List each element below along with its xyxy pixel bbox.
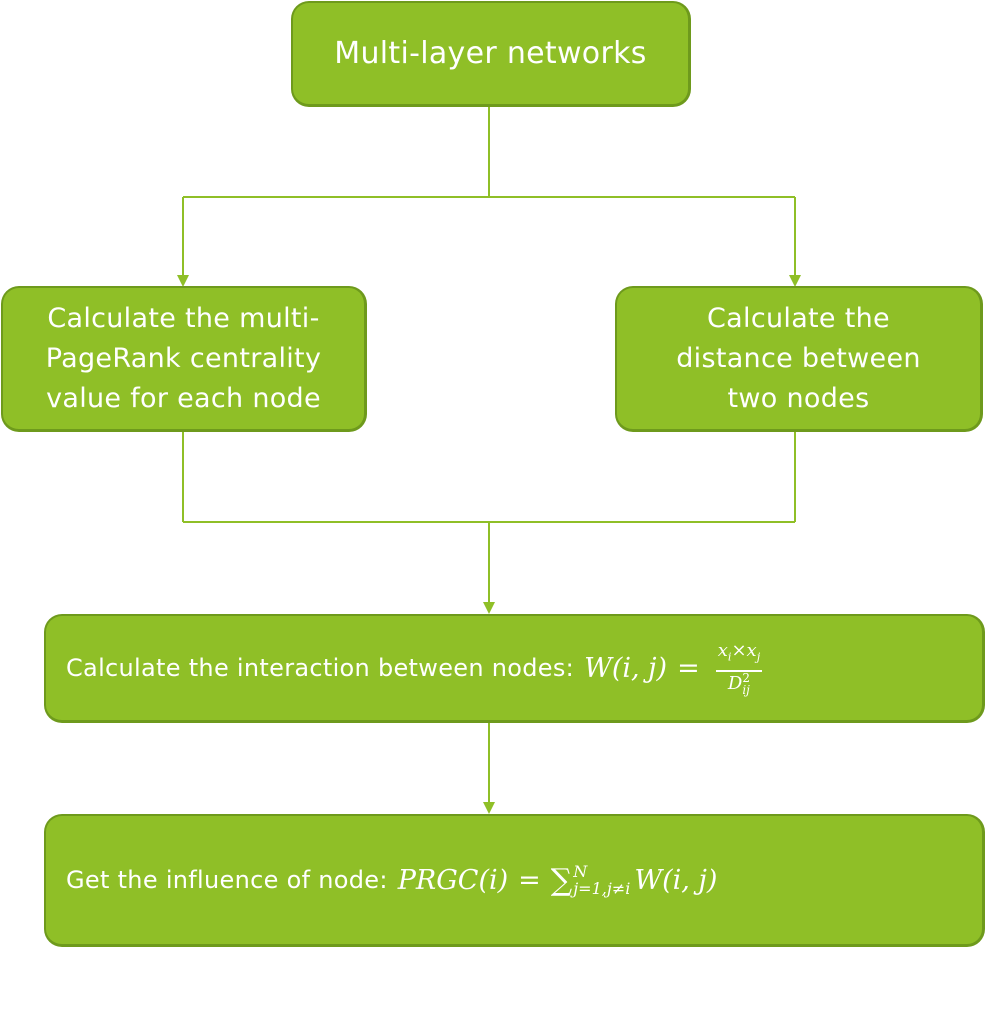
arrowhead-left-node — [177, 275, 189, 287]
node-pagerank-centrality: Calculate the multi- PageRank centrality… — [1, 286, 367, 432]
sum-symbol: ∑ — [550, 862, 573, 898]
influence-formula: PRGC(i) = ∑ N j=1,j≠i W(i, j) — [397, 862, 718, 898]
arrowhead-influence-node — [483, 802, 495, 814]
node-influence-label: Get the influence of node: — [66, 866, 388, 894]
node-pagerank-line: PageRank centrality — [45, 342, 322, 374]
node-distance: Calculate the distance between two nodes — [615, 286, 983, 432]
node-distance-line: distance between — [676, 342, 921, 374]
arrowhead-right-node — [789, 275, 801, 287]
node-pagerank-line: value for each node — [46, 382, 321, 414]
node-distance-line: two nodes — [727, 382, 870, 414]
arrowhead-interaction-node — [483, 602, 495, 614]
node-pagerank-line: Calculate the multi- — [47, 302, 320, 334]
summation: ∑ N j=1,j≠i — [550, 862, 631, 898]
node-multi-layer-networks-label: Multi-layer networks — [334, 35, 647, 71]
node-interaction-label: Calculate the interaction between nodes: — [66, 654, 575, 682]
node-influence: Get the influence of node: PRGC(i) = ∑ N… — [44, 814, 985, 947]
node-multi-layer-networks: Multi-layer networks — [291, 1, 691, 107]
node-distance-line: Calculate the — [707, 302, 890, 334]
node-interaction: Calculate the interaction between nodes:… — [44, 614, 985, 723]
